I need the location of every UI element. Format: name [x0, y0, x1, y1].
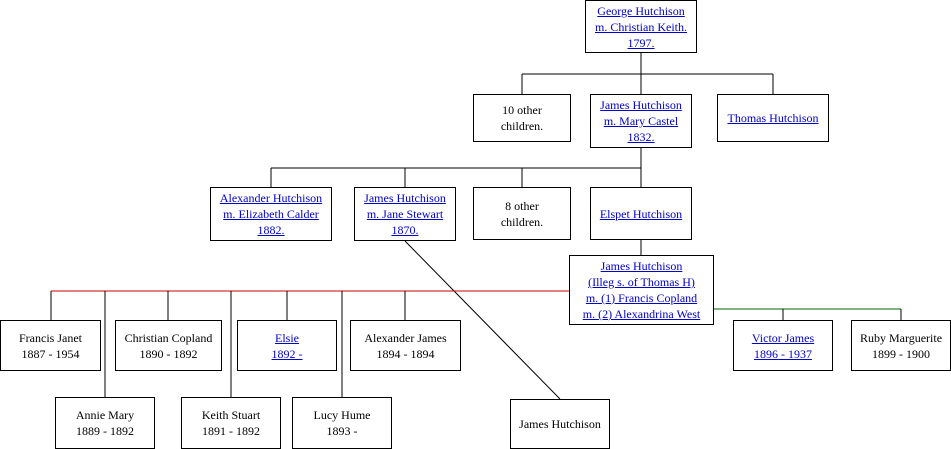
george-line-1: George Hutchison: [597, 3, 685, 18]
victor-james-line-2: 1896 - 1937: [753, 346, 812, 361]
connector-gen2: [521, 53, 774, 94]
james1832-line-2: m. Mary Castel: [603, 114, 679, 128]
annie-mary-line-2: 1889 - 1892: [75, 424, 134, 438]
james-illeg-line-4: m. (2) Alexandrina West: [582, 307, 701, 321]
alexander-james-line-2: 1894 - 1894: [376, 346, 435, 361]
other8-line-1: 8 other: [505, 198, 539, 213]
elsie-line-2: 1892 -: [271, 346, 303, 361]
person-james-hutchison-1870[interactable]: James Hutchison m. Jane Stewart 1870.: [354, 187, 456, 241]
james-child-line-1: James Hutchison: [519, 417, 601, 431]
christian-copland-line-2: 1890 - 1892: [139, 346, 198, 361]
other10-line-2: children.: [500, 119, 544, 133]
james1832-line-1: James Hutchison: [600, 98, 682, 112]
george-line-2: m. Christian Keith.: [595, 19, 687, 34]
keith-stuart-line-1: Keith Stuart: [201, 408, 261, 422]
other-children-10: 10 other children.: [473, 94, 571, 142]
elspet-line-1: Elspet Hutchison: [599, 206, 683, 221]
james1870-line-1: James Hutchison: [364, 191, 446, 205]
person-annie-mary: Annie Mary 1889 - 1892: [55, 397, 155, 449]
francis-janet-line-1: Francis Janet: [19, 330, 82, 345]
alexander-line-3: 1882.: [257, 223, 285, 237]
lucy-hume-line-2: 1893 -: [326, 424, 358, 438]
lucy-hume-line-1: Lucy Hume: [313, 408, 371, 422]
elsie-line-1: Elsie: [275, 330, 299, 345]
connector-children-2: [782, 309, 902, 320]
christian-copland-line-1: Christian Copland: [124, 330, 213, 345]
james-illeg-line-2: (Illeg s. of Thomas H): [588, 275, 695, 289]
person-lucy-hume: Lucy Hume 1893 -: [292, 397, 392, 449]
connector-gen3: [270, 148, 642, 187]
james1870-line-2: m. Jane Stewart: [366, 207, 444, 221]
person-james-hutchison-illeg[interactable]: James Hutchison (Illeg s. of Thomas H) m. …: [569, 255, 714, 325]
connector-james1870-son: [404, 240, 561, 400]
thomas-line-1: Thomas Hutchison: [727, 111, 819, 125]
ruby-line-2: 1899 - 1900: [871, 346, 930, 361]
george-line-3: 1797.: [627, 35, 655, 50]
other10-line-1: 10 other: [502, 103, 542, 117]
person-keith-stuart: Keith Stuart 1891 - 1892: [181, 397, 281, 449]
james-illeg-line-1: James Hutchison: [600, 259, 683, 273]
victor-james-line-1: Victor James: [751, 330, 815, 345]
connector-children-1: [50, 291, 406, 397]
james-illeg-line-3: m. (1) Francis Copland: [585, 291, 698, 305]
alexander-line-2: m. Elizabeth Calder: [223, 207, 319, 221]
james1832-line-3: 1832.: [627, 130, 655, 144]
james1870-line-3: 1870.: [391, 223, 419, 237]
person-james-hutchison-1832[interactable]: James Hutchison m. Mary Castel 1832.: [590, 94, 692, 148]
keith-stuart-line-2: 1891 - 1892: [201, 424, 260, 438]
person-james-hutchison-child: James Hutchison: [510, 399, 610, 449]
alexander-james-line-1: Alexander James: [364, 330, 447, 345]
person-alexander-hutchison[interactable]: Alexander Hutchison m. Elizabeth Calder 18…: [210, 187, 332, 241]
annie-mary-line-1: Annie Mary: [75, 408, 135, 422]
alexander-line-1: Alexander Hutchison: [219, 191, 323, 205]
person-elspet-hutchison[interactable]: Elspet Hutchison: [590, 187, 692, 240]
francis-janet-line-2: 1887 - 1954: [21, 346, 80, 361]
person-thomas-hutchison[interactable]: Thomas Hutchison: [717, 94, 829, 142]
other8-line-2: children.: [500, 214, 544, 229]
ruby-line-1: Ruby Marguerite: [859, 330, 943, 345]
